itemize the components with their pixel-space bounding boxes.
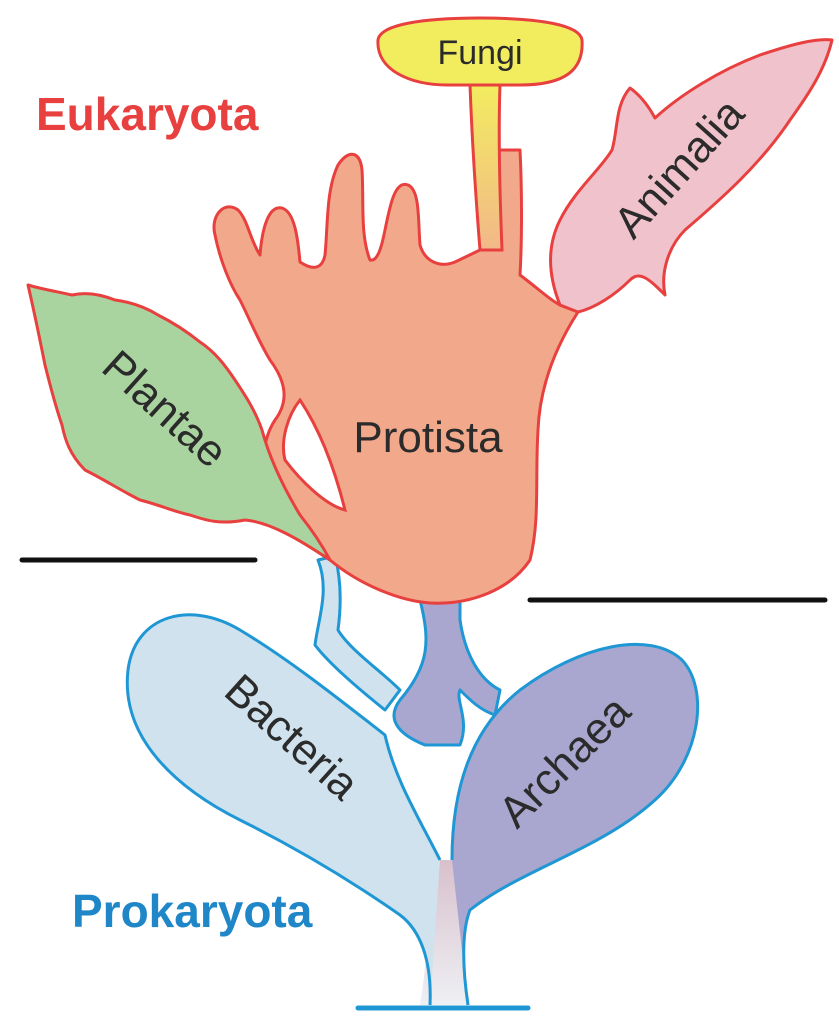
archaea-branch xyxy=(394,600,500,745)
bacteria-shape xyxy=(127,615,440,1005)
fungi-label: Fungi xyxy=(437,34,522,72)
protista-shape xyxy=(214,150,578,603)
fungi-stem xyxy=(470,85,502,250)
protista-label: Protista xyxy=(353,413,503,462)
eukaryota-label: Eukaryota xyxy=(36,88,259,140)
prokaryota-label: Prokaryota xyxy=(72,885,313,937)
